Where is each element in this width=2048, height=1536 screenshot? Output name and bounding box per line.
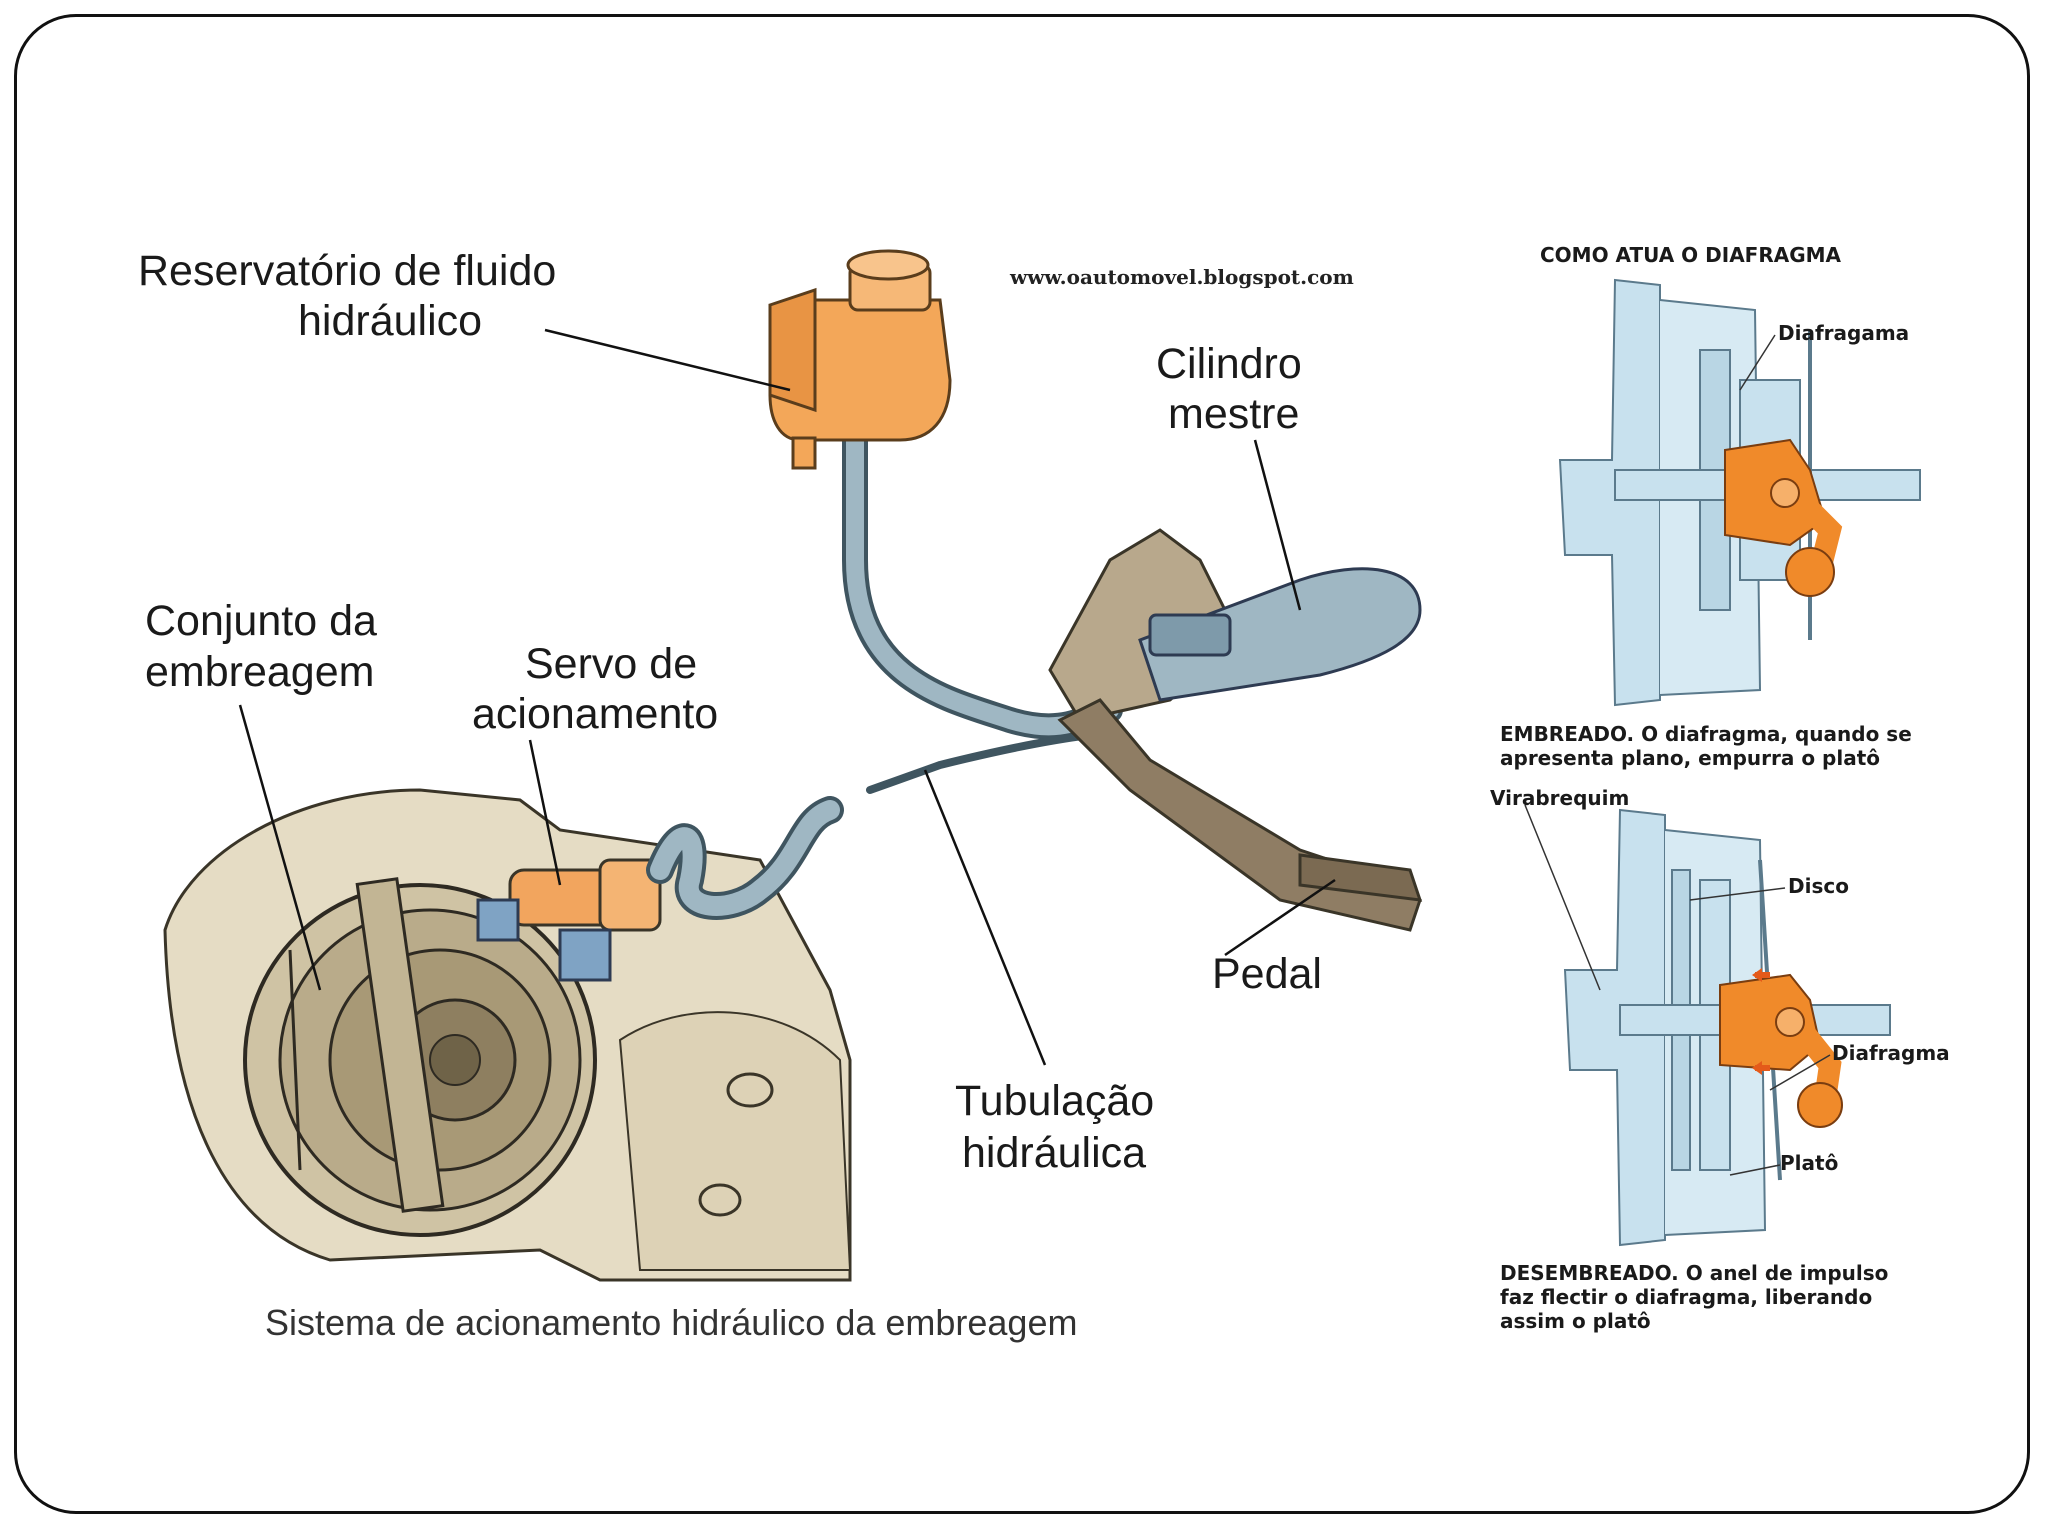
label-servo-line2: acionamento xyxy=(472,690,718,738)
label-conjunto-line2: embreagem xyxy=(145,648,374,696)
side-panel-title: COMO ATUA O DIAFRAGMA xyxy=(1540,243,1842,267)
servo-cylinder xyxy=(476,858,662,982)
main-caption: Sistema de acionamento hidráulico da emb… xyxy=(265,1302,1077,1343)
engaged-caption-line1: EMBREADO. O diafragma, quando se xyxy=(1500,722,1912,746)
diaphragm-side-panel: COMO ATUA O DIAFRAGMA Diafragama EMBREAD… xyxy=(1475,235,1953,1355)
label-cilindro-line2: mestre xyxy=(1168,390,1299,438)
label-tubulacao-line1: Tubulação xyxy=(955,1077,1154,1125)
disengaged-caption-line2: faz flectir o diafragma, liberando xyxy=(1500,1285,1872,1309)
label-conjunto-line1: Conjunto da xyxy=(145,597,377,645)
label-disco: Disco xyxy=(1788,874,1849,898)
label-virabrequim: Virabrequim xyxy=(1490,786,1629,810)
housing-rear xyxy=(618,1011,852,1271)
pedal-pad xyxy=(1298,853,1423,902)
label-plato: Platô xyxy=(1780,1151,1838,1175)
disengaged-diagram xyxy=(1524,804,1891,1247)
label-reservatorio-line2: hidráulico xyxy=(298,297,482,345)
label-diafragma: Diafragma xyxy=(1832,1041,1950,1065)
label-pedal: Pedal xyxy=(1212,950,1322,998)
label-diafragama: Diafragama xyxy=(1778,321,1909,345)
label-tubulacao-line2: hidráulica xyxy=(962,1129,1146,1177)
housing-bolt xyxy=(726,1072,774,1108)
label-servo-line1: Servo de xyxy=(525,640,697,688)
engaged-diagram xyxy=(1558,278,1921,707)
label-reservatorio-line1: Reservatório de fluido xyxy=(138,247,556,295)
main-illustration: www.oautomovel.blogspot.com Reservatório… xyxy=(138,235,1423,1343)
housing-bolt xyxy=(698,1183,742,1217)
disengaged-caption-line3: assim o platô xyxy=(1500,1309,1651,1333)
engaged-caption-line2: apresenta plano, empurra o platô xyxy=(1500,746,1880,770)
leader-lines xyxy=(238,328,1336,1066)
label-cilindro-line1: Cilindro xyxy=(1156,340,1302,388)
fluid-reservoir xyxy=(768,249,952,470)
clutch-assembly xyxy=(243,877,597,1237)
master-cylinder xyxy=(1138,567,1422,702)
disengaged-caption-line1: DESEMBREADO. O anel de impulso xyxy=(1500,1261,1888,1285)
source-url: www.oautomovel.blogspot.com xyxy=(1009,265,1354,289)
